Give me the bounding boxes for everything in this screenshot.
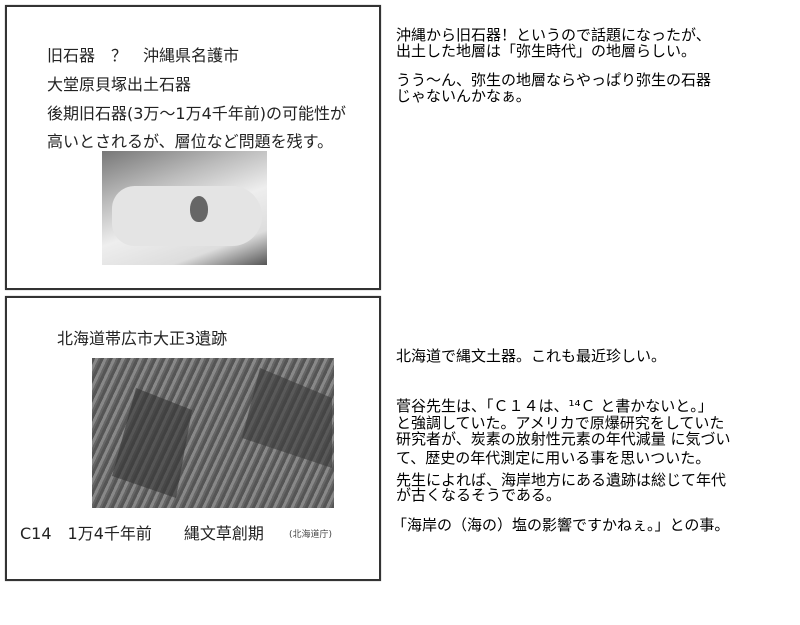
comment-text: 研究者が、炭素の放射性元素の年代減量 に気づい	[396, 430, 731, 448]
comment-text: と強調していた。アメリカで原爆研究をしていた	[396, 414, 725, 432]
comment-text: 先生によれば、海岸地方にある遺跡は総じて年代	[396, 471, 727, 489]
comment-text: うう～ん、弥生の地層ならやっぱり弥生の石器	[396, 71, 712, 89]
comment-text: 北海道で縄文土器。これも最近珍しい。	[396, 347, 667, 365]
slide-text: 後期旧石器(3万～1万4千年前)の可能性が	[47, 104, 347, 123]
slide-hokkaido-pottery: 北海道帯広市大正3遺跡 C14 1万4千年前 縄文草創期 (北海道庁)	[5, 296, 381, 581]
comment-text: 沖縄から旧石器！というので話題になったが、	[396, 26, 711, 44]
comment-text: 「海岸の（海の）塩の影響ですかねぇ。」との事。	[392, 516, 730, 534]
comment-text: 菅谷先生は、「Ｃ１４は、¹⁴Ｃ と書かないと。」	[396, 397, 713, 415]
comment-text: じゃないんかなぁ。	[396, 87, 531, 105]
jomon-pottery-photo	[92, 358, 334, 508]
comment-text: が古くなるそうである。	[396, 486, 561, 504]
slide-text: 高いとされるが、層位など問題を残す。	[47, 132, 334, 151]
comment-text: て、歴史の年代測定に用いる事を思いついた。	[396, 449, 711, 467]
slide-okinawa-stone-tool: 旧石器 ？ 沖縄県名護市 大堂原貝塚出土石器 後期旧石器(3万～1万4千年前)の…	[5, 5, 381, 290]
slide-title: 北海道帯広市大正3遺跡	[57, 329, 228, 348]
stone-tool-in-hand-photo	[102, 151, 267, 265]
slide-caption: C14 1万4千年前 縄文草創期	[20, 524, 264, 543]
slide-text: 大堂原貝塚出土石器	[47, 75, 192, 94]
comment-text: 出土した地層は「弥生時代」の地層らしい。	[396, 42, 697, 60]
photo-credit: (北海道庁)	[289, 530, 333, 540]
slide-text: 旧石器 ？ 沖縄県名護市	[47, 46, 240, 65]
